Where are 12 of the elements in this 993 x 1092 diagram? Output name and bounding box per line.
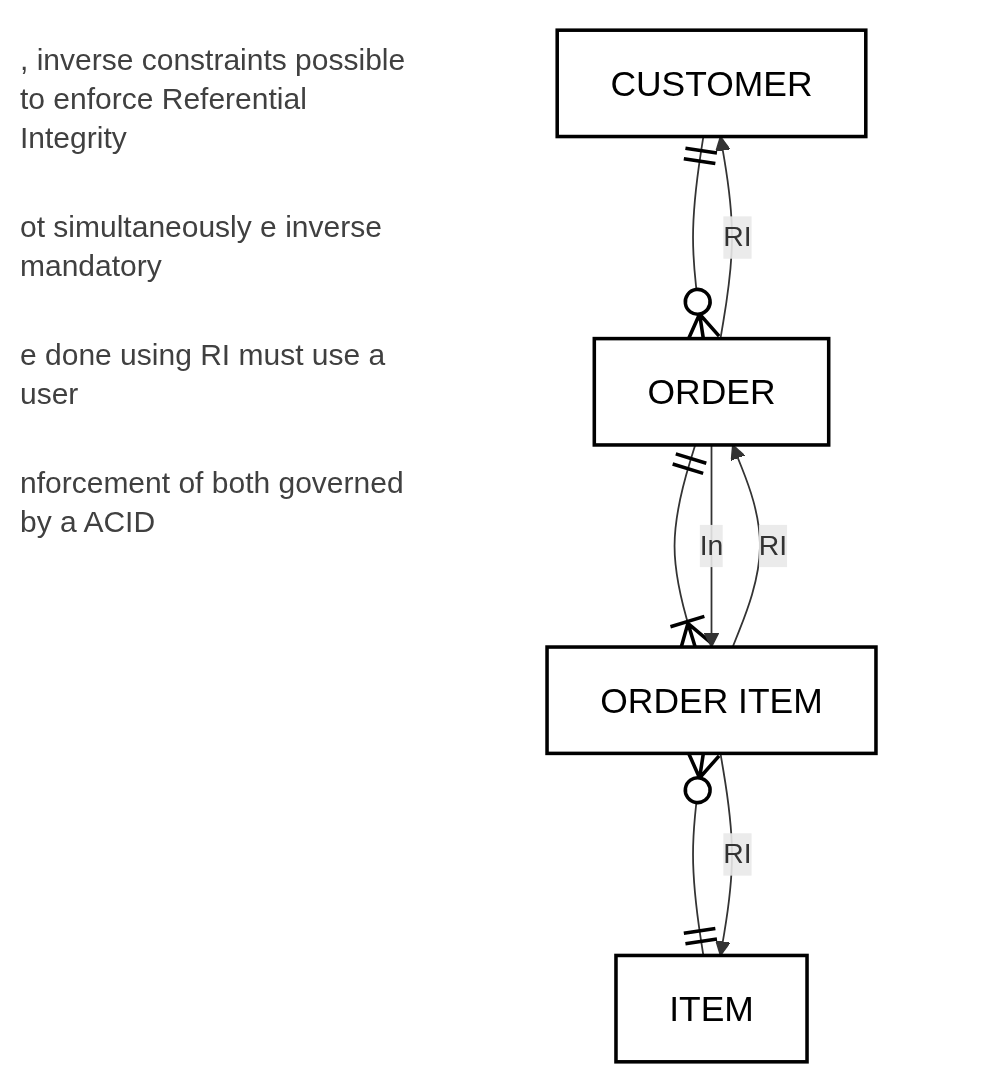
- edge-label: In: [699, 530, 724, 561]
- edge-label: RI: [723, 838, 752, 869]
- note-text: , inverse constraints possible to enforce Referential Integrity: [20, 42, 407, 156]
- node-box: ITEM: [614, 953, 809, 1064]
- node-box: ORDER ITEM: [545, 645, 878, 756]
- note-text: nforcement of both governed by a ACID: [20, 465, 405, 540]
- edge-label: RI: [723, 221, 752, 252]
- edge-label: RI: [758, 530, 788, 561]
- node-box: ORDER: [592, 336, 831, 447]
- note-text: e done using RI must use a user: [20, 337, 387, 412]
- node-box: CUSTOMER: [555, 28, 868, 139]
- note-text: ot simultaneously e inverse mandatory: [20, 209, 383, 284]
